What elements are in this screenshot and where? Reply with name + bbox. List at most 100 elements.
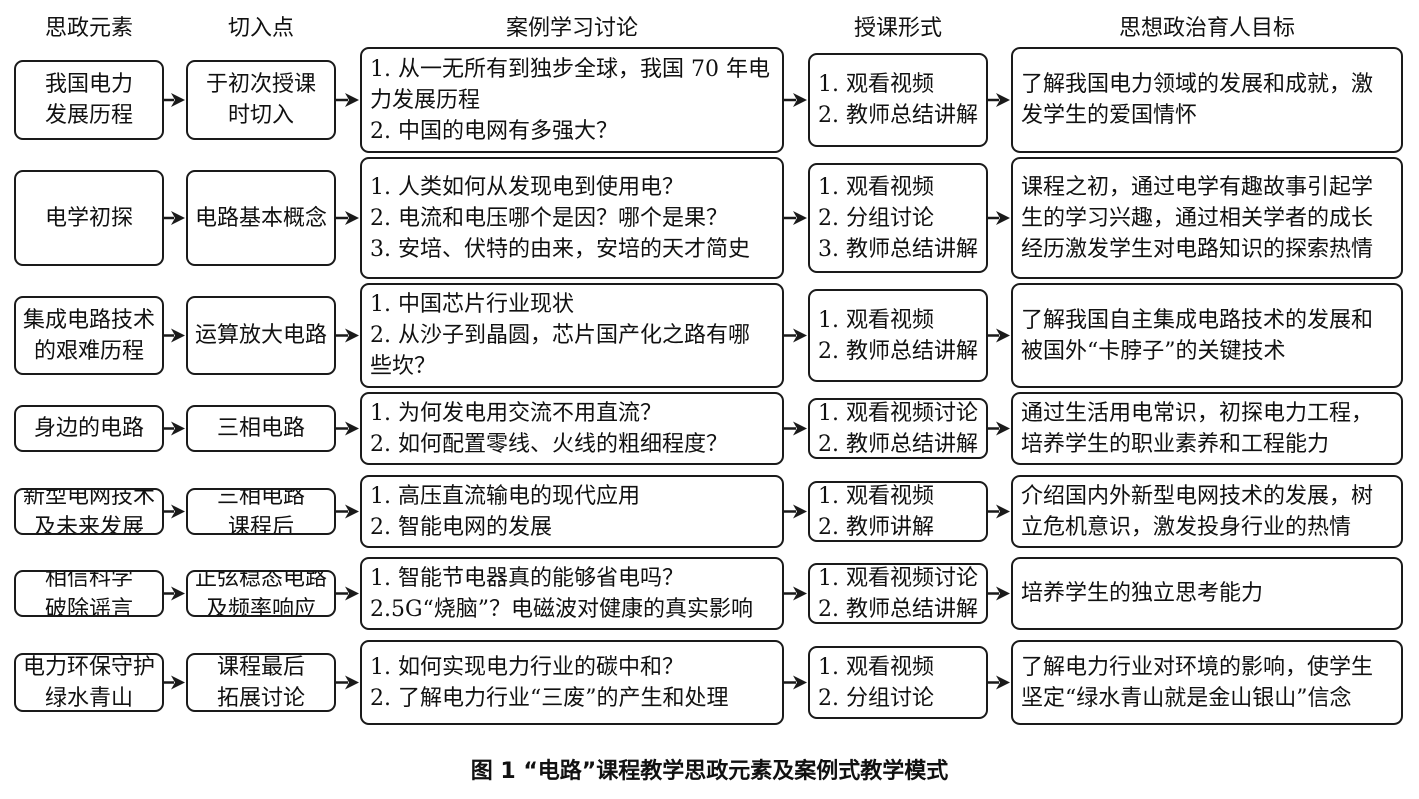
row-1-form-line-1: 1. 观看视频 bbox=[818, 72, 934, 97]
row-1-element-box: 我国电力发展历程 bbox=[14, 60, 164, 140]
row-1-entry-box: 于初次授课时切入 bbox=[186, 60, 336, 140]
arrow-row-3-entry-to-case bbox=[336, 328, 359, 343]
row-3-form-line-1: 1. 观看视频 bbox=[818, 307, 934, 333]
row-7-entry-line-2: 拓展讨论 bbox=[216, 685, 305, 711]
row-4-case-line-1: 1. 为何发电用交流不用直流？ bbox=[370, 400, 662, 426]
arrow-row-4-form-to-goal bbox=[988, 421, 1010, 436]
row-6-goal-box: 培养学生的独立思考能力 bbox=[1011, 557, 1403, 630]
row-6-entry-line-2: 及频率响应 bbox=[205, 596, 316, 617]
header-element: 思政元素 bbox=[44, 16, 133, 41]
figure-caption: 图 1 “电路”课程教学思政元素及案例式教学模式 bbox=[470, 759, 949, 784]
row-2-goal-line-3: 经历激发学生对电路知识的探索热情 bbox=[1021, 236, 1374, 262]
row-3-entry-box: 运算放大电路 bbox=[186, 296, 336, 375]
arrow-row-1-element-to-entry bbox=[164, 93, 185, 107]
row-3-case-line-3: 些坎？ bbox=[370, 354, 437, 379]
row-1-element-line-1: 我国电力 bbox=[44, 72, 133, 97]
arrow-row-6-element-to-entry bbox=[164, 586, 185, 601]
row-3-element-line-2: 的艰难历程 bbox=[33, 338, 144, 364]
row-7-form-line-2: 2. 分组讨论 bbox=[818, 685, 934, 711]
arrow-row-6-entry-to-case bbox=[336, 586, 359, 601]
row-6-case-line-2: 2.5G“烧脑”？电磁波对健康的真实影响 bbox=[370, 596, 754, 622]
row-3-element-box: 集成电路技术的艰难历程 bbox=[14, 296, 164, 375]
header-form: 授课形式 bbox=[853, 16, 942, 41]
row-5-element-line-1: 新型电网技术 bbox=[22, 488, 155, 509]
row-6-entry-box: 正弦稳态电路及频率响应 bbox=[186, 570, 336, 617]
row-7-goal-line-1: 了解电力行业对环境的影响，使学生 bbox=[1021, 654, 1374, 680]
row-1-goal-line-1: 了解我国电力领域的发展和成就，激 bbox=[1021, 72, 1374, 97]
row-5-entry-line-2: 课程后 bbox=[227, 514, 294, 535]
row-2-entry-line-1: 电路基本概念 bbox=[194, 205, 327, 231]
row-2-case-box: 1. 人类如何从发现电到使用电？2. 电流和电压哪个是因？哪个是果？3. 安培、… bbox=[360, 157, 784, 279]
header-goal: 思想政治育人目标 bbox=[1118, 16, 1295, 41]
row-5-entry-box: 三相电路课程后 bbox=[186, 488, 336, 535]
row-7-element-line-1: 电力环保守护 bbox=[22, 654, 155, 680]
header-case: 案例学习讨论 bbox=[505, 16, 638, 41]
row-4-entry-line-1: 三相电路 bbox=[216, 416, 305, 441]
row-3-form-box: 1. 观看视频 2. 教师总结讲解 bbox=[808, 289, 988, 382]
row-2-element-box: 电学初探 bbox=[14, 170, 164, 266]
row-7-entry-box: 课程最后拓展讨论 bbox=[186, 653, 336, 712]
row-5-element-box: 新型电网技术及未来发展 bbox=[14, 488, 164, 535]
arrow-row-1-form-to-goal bbox=[988, 93, 1010, 107]
row-2-case-line-3: 3. 安培、伏特的由来，安培的天才简史 bbox=[370, 236, 750, 262]
row-7-form-line-1: 1. 观看视频 bbox=[818, 654, 934, 680]
row-7-form-box: 1. 观看视频 2. 分组讨论 bbox=[808, 646, 988, 719]
row-4-goal-line-1: 通过生活用电常识，初探电力工程， bbox=[1021, 400, 1374, 426]
row-3-case-line-2: 2. 从沙子到晶圆，芯片国产化之路有哪 bbox=[370, 323, 750, 348]
row-3-entry-line-1: 运算放大电路 bbox=[194, 323, 327, 348]
arrow-row-1-case-to-form bbox=[784, 93, 807, 107]
arrow-row-6-case-to-form bbox=[784, 586, 807, 601]
row-1-case-line-2: 力发展历程 bbox=[370, 87, 481, 113]
row-5-case-line-2: 2. 智能电网的发展 bbox=[370, 514, 552, 540]
arrow-row-3-element-to-entry bbox=[164, 328, 185, 343]
row-3-goal-line-2: 被国外“卡脖子”的关键技术 bbox=[1021, 338, 1286, 364]
header-entry: 切入点 bbox=[227, 16, 294, 41]
row-1-goal-line-2: 发学生的爱国情怀 bbox=[1021, 103, 1198, 128]
row-1-entry-line-1: 于初次授课 bbox=[205, 72, 316, 97]
row-1-goal-box: 了解我国电力领域的发展和成就，激发学生的爱国情怀 bbox=[1011, 47, 1403, 153]
row-7-entry-line-1: 课程最后 bbox=[216, 654, 305, 680]
row-3-case-line-1: 1. 中国芯片行业现状 bbox=[370, 292, 574, 317]
row-2-case-line-1: 1. 人类如何从发现电到使用电？ bbox=[370, 174, 684, 200]
row-6-case-box: 1. 智能节电器真的能够省电吗？ 2.5G“烧脑”？电磁波对健康的真实影响 bbox=[360, 557, 784, 630]
row-4-goal-box: 通过生活用电常识，初探电力工程， 培养学生的职业素养和工程能力 bbox=[1011, 392, 1403, 465]
arrow-row-5-entry-to-case bbox=[336, 504, 359, 519]
row-1-element-line-2: 发展历程 bbox=[44, 103, 133, 128]
arrow-row-3-form-to-goal bbox=[988, 328, 1010, 343]
arrow-row-4-entry-to-case bbox=[336, 421, 359, 436]
row-2-form-line-2: 2. 分组讨论 bbox=[818, 205, 934, 231]
arrow-row-5-case-to-form bbox=[784, 504, 807, 519]
arrow-row-2-form-to-goal bbox=[988, 211, 1010, 225]
arrow-row-5-element-to-entry bbox=[164, 504, 185, 519]
row-2-goal-line-1: 课程之初，通过电学有趣故事引起学 bbox=[1021, 174, 1374, 200]
row-7-case-box: 1. 如何实现电力行业的碳中和？ 2. 了解电力行业“三废”的产生和处理 bbox=[360, 640, 784, 725]
row-2-entry-box: 电路基本概念 bbox=[186, 170, 336, 266]
arrow-row-2-element-to-entry bbox=[164, 211, 185, 225]
row-2-goal-line-2: 生的学习兴趣，通过相关学者的成长 bbox=[1021, 205, 1374, 231]
row-5-form-line-1: 1. 观看视频 bbox=[818, 483, 934, 509]
row-4-goal-line-2: 培养学生的职业素养和工程能力 bbox=[1021, 431, 1330, 457]
arrow-row-7-entry-to-case bbox=[336, 675, 359, 690]
arrow-row-3-case-to-form bbox=[784, 328, 807, 343]
row-7-case-line-1: 1. 如何实现电力行业的碳中和？ bbox=[370, 654, 684, 680]
row-4-case-box: 1. 为何发电用交流不用直流？2. 如何配置零线、火线的粗细程度？ bbox=[360, 392, 784, 465]
arrow-row-7-case-to-form bbox=[784, 675, 807, 690]
row-6-case-line-1: 1. 智能节电器真的能够省电吗？ bbox=[370, 565, 684, 591]
row-1-entry-line-2: 时切入 bbox=[227, 103, 294, 128]
row-6-goal-line-1: 培养学生的独立思考能力 bbox=[1021, 581, 1264, 606]
arrow-row-4-case-to-form bbox=[784, 421, 807, 436]
row-7-case-line-2: 2. 了解电力行业“三废”的产生和处理 bbox=[370, 685, 729, 711]
row-1-case-line-1: 1. 从一无所有到独步全球，我国 70 年电 bbox=[370, 56, 770, 82]
row-3-goal-box: 了解我国自主集成电路技术的发展和被国外“卡脖子”的关键技术 bbox=[1011, 283, 1403, 388]
row-5-element-line-2: 及未来发展 bbox=[33, 514, 144, 535]
row-6-form-line-2: 2. 教师总结讲解 bbox=[818, 596, 978, 622]
row-3-form-line-2: 2. 教师总结讲解 bbox=[818, 338, 978, 364]
